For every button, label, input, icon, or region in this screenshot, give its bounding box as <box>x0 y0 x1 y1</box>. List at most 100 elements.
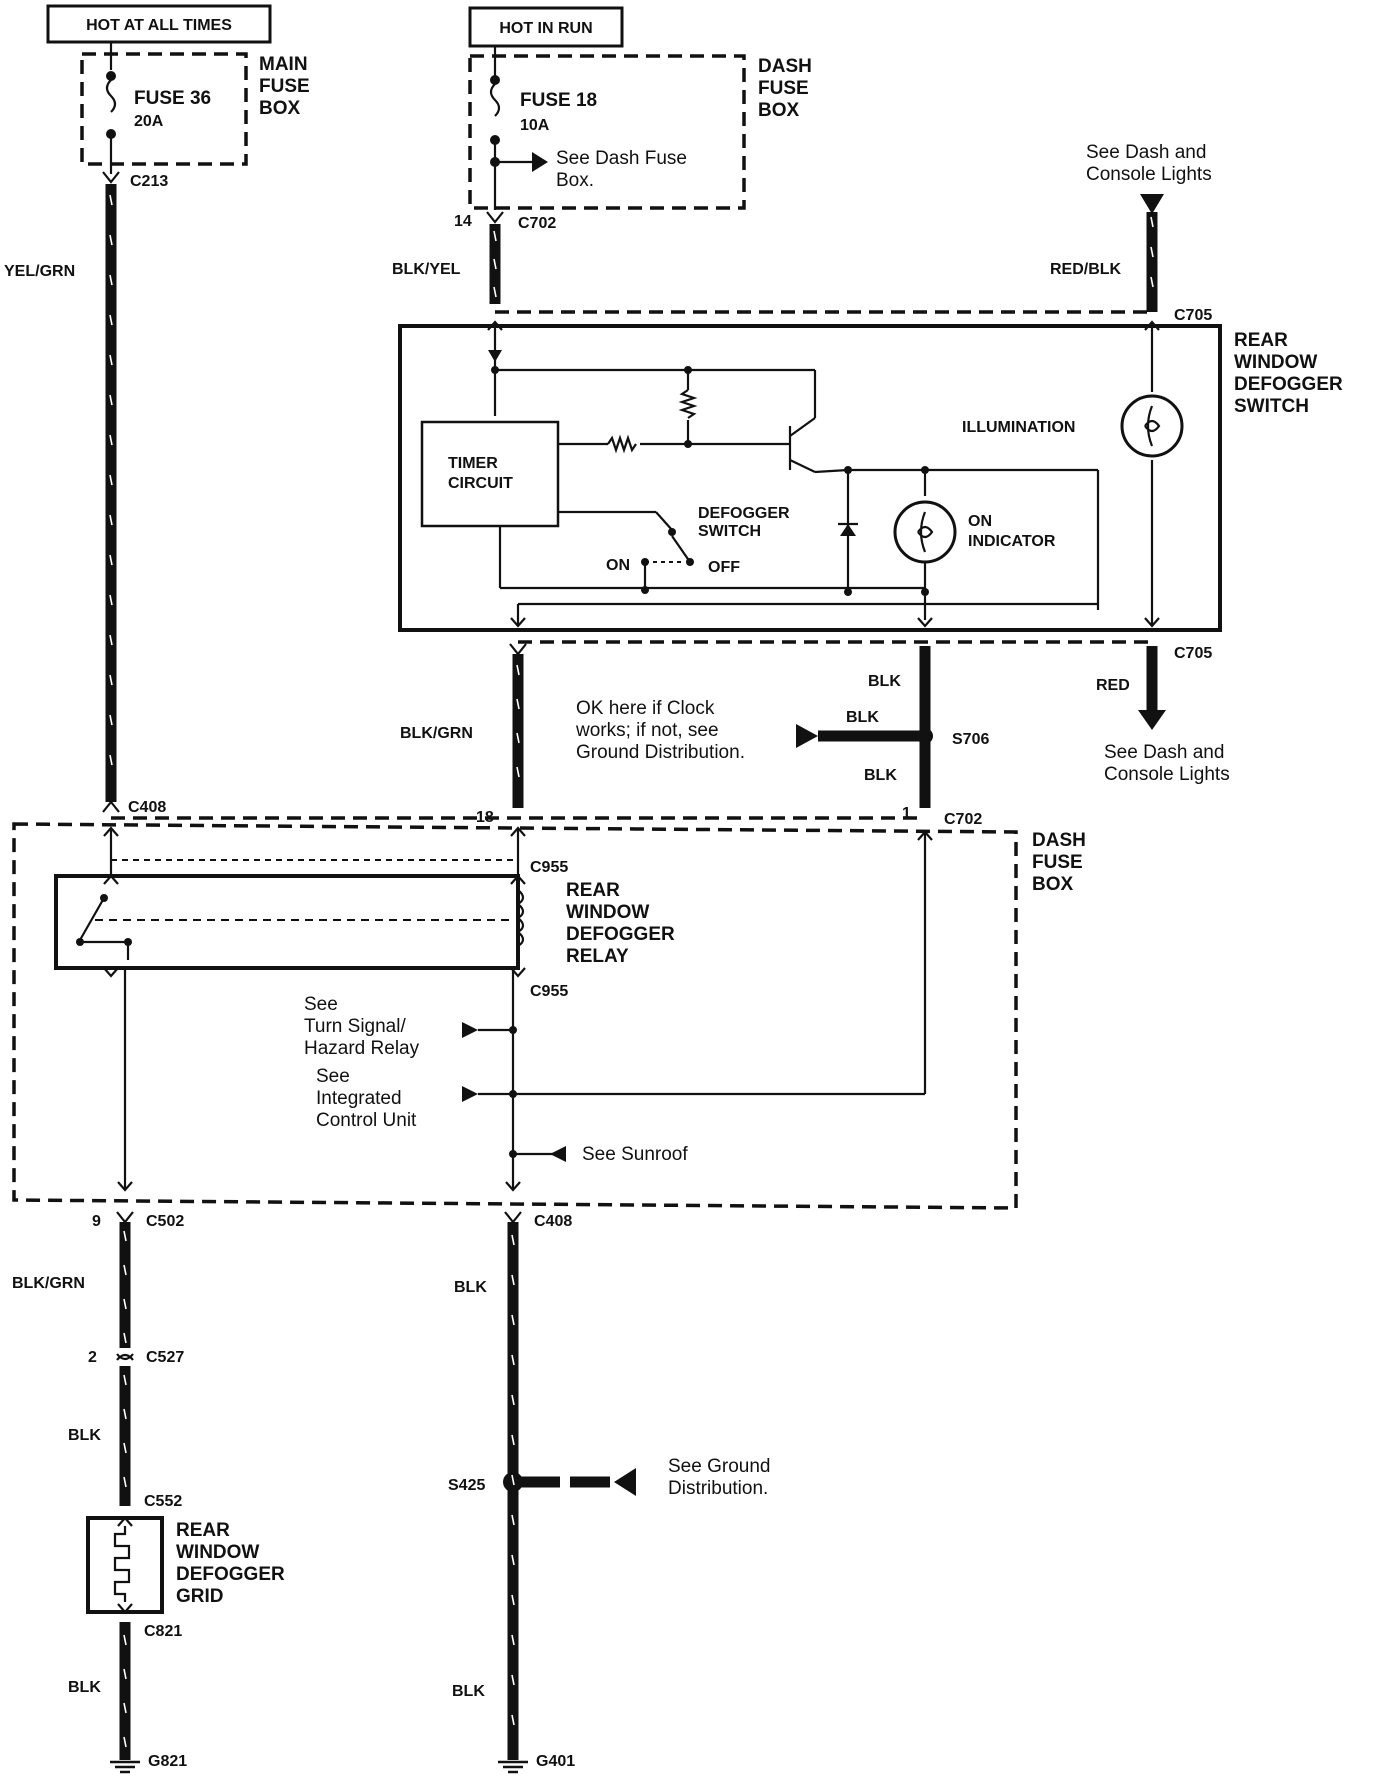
relay-label-4: RELAY <box>566 946 629 967</box>
wire-hash-mark <box>109 274 113 286</box>
g401-label: G401 <box>536 1753 575 1770</box>
yel-grn-label: YEL/GRN <box>4 263 75 280</box>
see-dash-console-top-1: See Dash and <box>1086 142 1206 163</box>
switch-title-2: WINDOW <box>1234 352 1317 373</box>
see-ground-distribution-2: Distribution. <box>668 1478 768 1499</box>
wire-hash-mark <box>123 1374 127 1386</box>
see-dash-fuse-box-1: See Dash Fuse <box>556 148 687 169</box>
wire-hash-mark <box>123 1442 127 1454</box>
wire-hash-mark <box>123 1298 127 1310</box>
wire-blk-grn-lower: 9 C502 BLK/GRN 2 C527 BLK C552 <box>12 1211 184 1510</box>
c213-label: C213 <box>130 173 168 190</box>
grid-label-4: GRID <box>176 1586 224 1607</box>
ok-here-clock-3: Ground Distribution. <box>576 742 745 763</box>
relay-contact <box>79 897 105 941</box>
timer-circuit-1: TIMER <box>448 455 498 472</box>
wire-hash-mark <box>123 1702 127 1714</box>
pin-14-label: 14 <box>454 213 472 230</box>
see-icu-3: Control Unit <box>316 1110 417 1131</box>
wire-red-blk: See Dash and Console Lights RED/BLK C705 <box>1050 142 1212 324</box>
grid-label-1: REAR <box>176 1520 230 1541</box>
wire-hash-mark <box>109 714 113 726</box>
blk-c527-label: BLK <box>68 1427 101 1444</box>
pin-1-label: 1 <box>902 805 911 822</box>
wire-hash-mark <box>511 1554 515 1566</box>
blk-g401-label: BLK <box>452 1683 485 1700</box>
hot-in-run-label: HOT IN RUN <box>499 20 592 37</box>
on-indicator-lamp <box>893 500 957 564</box>
hot-at-all-times-label: HOT AT ALL TIMES <box>86 17 232 34</box>
wire-hash-marks <box>109 194 1154 1748</box>
c702-bottom-label: C702 <box>944 811 982 828</box>
defogger-switch-box <box>398 324 1222 632</box>
hot-at-all-times-box: HOT AT ALL TIMES <box>46 4 272 44</box>
relay-label-3: DEFOGGER <box>566 924 675 945</box>
wire-hash-mark <box>1150 246 1154 258</box>
switch-blade <box>671 535 691 563</box>
grid-element <box>113 1526 131 1602</box>
switch-on-label: ON <box>606 557 630 574</box>
ok-here-clock-2: works; if not, see <box>575 720 719 741</box>
wire-hash-mark <box>123 1408 127 1420</box>
wire-hash-mark <box>511 1674 515 1686</box>
wire-hash-mark <box>511 1234 515 1246</box>
wire-hash-mark <box>516 664 520 676</box>
relay-label-2: WINDOW <box>566 902 649 923</box>
see-ground-distribution-1: See Ground <box>668 1456 770 1477</box>
pin-2-label: 2 <box>88 1349 97 1366</box>
wire-hash-mark <box>109 594 113 606</box>
red-blk-label: RED/BLK <box>1050 261 1122 278</box>
c955-top-label: C955 <box>530 859 568 876</box>
pin-9-label: 9 <box>92 1213 101 1230</box>
blk-grn-upper-label: BLK/GRN <box>400 725 473 742</box>
wire-hash-mark <box>1150 216 1154 228</box>
relay-coil <box>516 889 525 947</box>
wire-hash-mark <box>109 514 113 526</box>
switch-title-1: REAR <box>1234 330 1288 351</box>
blk-yel-label: BLK/YEL <box>392 261 461 278</box>
c821-label: C821 <box>144 1623 182 1640</box>
illumination-label: ILLUMINATION <box>962 419 1075 436</box>
wire-hash-mark <box>109 434 113 446</box>
fuse-18-symbol <box>489 83 501 117</box>
ground-g821-icon <box>110 1760 140 1774</box>
wire-hash-mark <box>109 394 113 406</box>
wire-hash-mark <box>109 314 113 326</box>
defogger-switch-label-1: DEFOGGER <box>698 505 790 522</box>
wire-hash-mark <box>109 674 113 686</box>
illumination-lamp <box>1120 394 1184 458</box>
see-dash-console-bottom-2: Console Lights <box>1104 764 1230 785</box>
ground-g401-icon <box>498 1760 528 1774</box>
fuse-36-rating: 20A <box>134 113 164 130</box>
see-sunroof-label: See Sunroof <box>582 1144 688 1165</box>
dash-fuse-box-bottom: DASH FUSE BOX C955 REAR WINDOW DEFOGGER … <box>12 822 1086 1210</box>
grid-label-2: WINDOW <box>176 1542 259 1563</box>
wire-hash-mark <box>516 732 520 744</box>
wire-hash-mark <box>511 1354 515 1366</box>
dash-fuse-box-top: FUSE 18 10A See Dash Fuse Box. DASH FUSE… <box>468 46 812 210</box>
switch-title-3: DEFOGGER <box>1234 374 1343 395</box>
wire-hash-mark <box>511 1394 515 1406</box>
red-label: RED <box>1096 677 1130 694</box>
wire-hash-mark <box>123 1668 127 1680</box>
wire-hash-mark <box>511 1274 515 1286</box>
on-indicator-1: ON <box>968 513 992 530</box>
wire-blk-s706: BLK S706 BLK BLK 1 C702 OK here if Clock… <box>575 646 989 828</box>
wire-hash-mark <box>493 230 497 242</box>
dash-fuse-box-label-2: FUSE <box>758 78 809 99</box>
see-dash-fuse-box-2: Box. <box>556 170 594 191</box>
defogger-switch-assembly: REAR WINDOW DEFOGGER SWITCH TIMER CIRCUI… <box>398 320 1343 632</box>
on-indicator-2: INDICATOR <box>968 533 1056 550</box>
wire-hash-mark <box>109 754 113 766</box>
blk-upper-label: BLK <box>868 673 901 690</box>
see-turn-signal-3: Hazard Relay <box>304 1038 420 1059</box>
dash-fuse-box-label-3: BOX <box>758 100 800 121</box>
see-dash-console-bottom-1: See Dash and <box>1104 742 1224 763</box>
timer-circuit-box <box>420 420 560 528</box>
wire-hash-mark <box>511 1514 515 1526</box>
c502-label: C502 <box>146 1213 184 1230</box>
wire-hash-mark <box>516 766 520 778</box>
s706-splice <box>917 728 933 744</box>
wire-blk-yel: 14 C702 BLK/YEL <box>392 211 1152 314</box>
fuse-36-symbol <box>105 79 117 113</box>
